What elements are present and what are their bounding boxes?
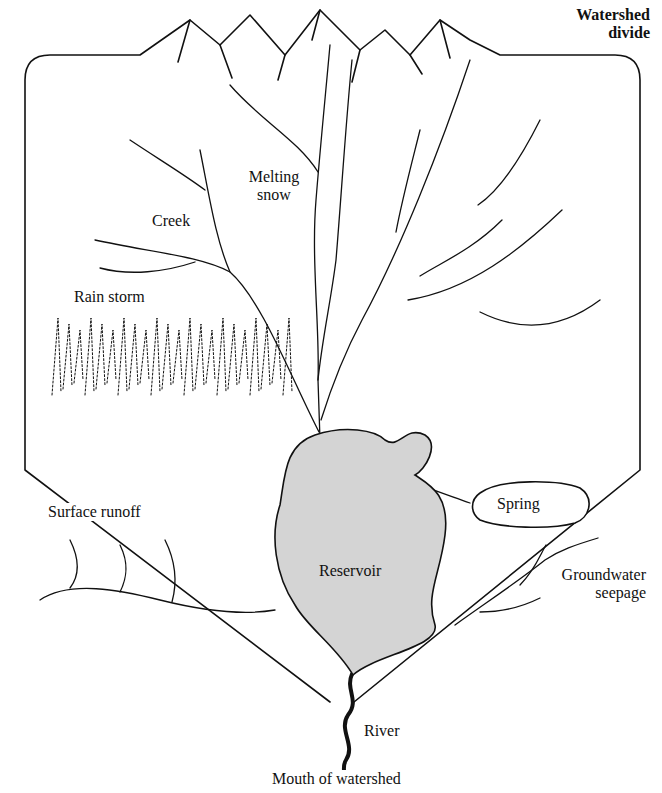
surface-runoff-label: Surface runoff: [46, 503, 143, 521]
creek-label: Creek: [150, 212, 192, 230]
rain-streak: [173, 330, 182, 383]
rain-streak: [228, 324, 237, 389]
rain-streak: [217, 318, 226, 395]
rain-streak: [74, 330, 83, 383]
rain-streak: [250, 318, 259, 395]
node-label: Reservoir: [319, 562, 381, 580]
rain-streak: [107, 330, 116, 383]
rain-streaks: [52, 318, 292, 395]
rain-streak: [151, 318, 160, 395]
rain-streak: [52, 318, 61, 395]
node-label: Spring: [497, 495, 540, 513]
mountain-ridges: [178, 10, 450, 82]
watershed-divide-label: Watershed divide: [558, 6, 652, 42]
rain-streak: [261, 324, 270, 389]
river-label: River: [362, 722, 402, 740]
rain-streak: [140, 330, 149, 383]
rain-streak: [239, 330, 248, 383]
rain-streak: [63, 324, 72, 389]
node-outline: [265, 425, 455, 677]
rain-streak: [96, 324, 105, 389]
rain-streak: [206, 330, 215, 383]
melting-snow-label: Melting snow: [243, 168, 305, 204]
reservoir-area: Reservoir: [265, 425, 455, 677]
river: [344, 674, 353, 776]
rain-streak: [195, 324, 204, 389]
rain-streak: [184, 318, 193, 395]
rain-streak: [272, 330, 281, 383]
rain-streak: [118, 318, 127, 395]
groundwater-seepage-label: Groundwater seepage: [548, 566, 648, 602]
rain-storm-label: Rain storm: [72, 288, 147, 306]
mouth-label: Mouth of watershed: [270, 770, 403, 788]
spring-area: Spring: [470, 478, 590, 530]
rain-streak: [129, 324, 138, 389]
rain-streak: [283, 318, 292, 395]
rain-streak: [85, 318, 94, 395]
rain-streak: [162, 324, 171, 389]
